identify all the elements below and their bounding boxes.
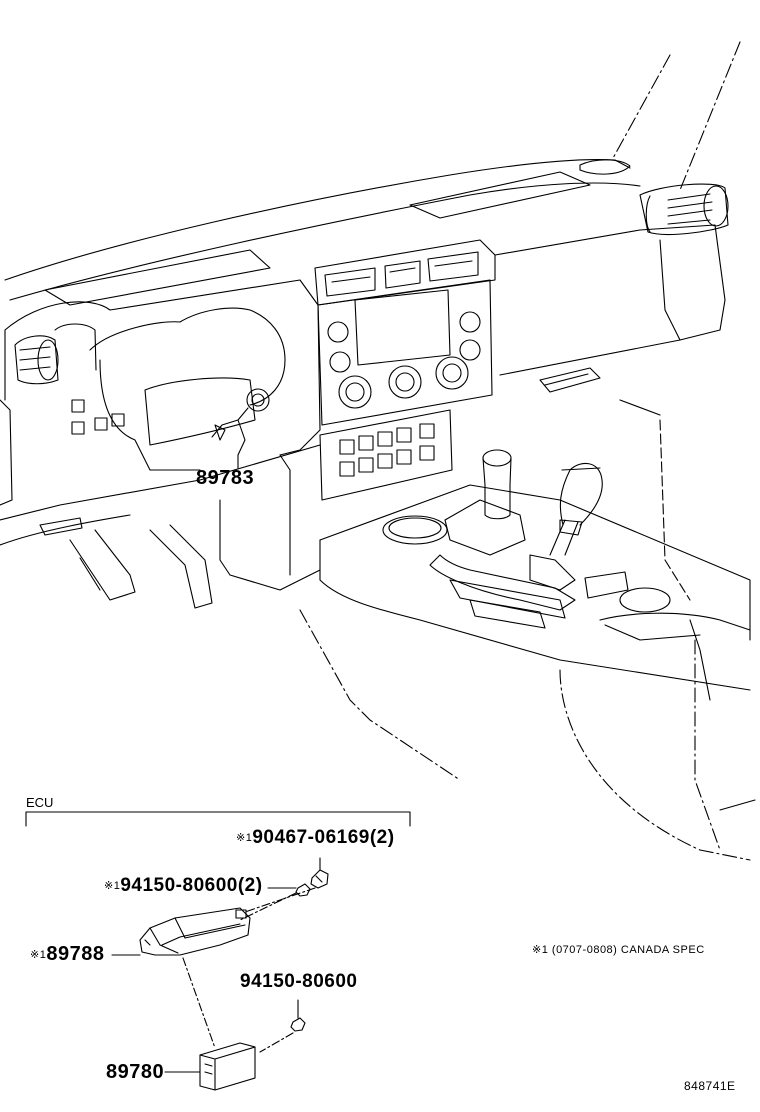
asterisk-mark: ※1 xyxy=(104,880,121,892)
ecu-section-illustration xyxy=(25,811,411,1091)
part-label-94150-80600: 94150-80600 xyxy=(240,971,358,992)
diagram-code: 848741E xyxy=(684,1079,736,1093)
spec-note: ※1 (0707-0808) CANADA SPEC xyxy=(532,945,705,956)
section-label-ecu: ECU xyxy=(26,795,54,810)
dashboard-illustration xyxy=(0,41,756,861)
part-number-90467: 90467-06169(2) xyxy=(252,827,395,848)
part-label-90467-06169: ※190467-06169(2) xyxy=(236,828,395,847)
part-number-94150-a: 94150-80600(2) xyxy=(120,875,263,896)
spec-note-mark: ※1 xyxy=(532,944,549,956)
spec-note-text: (0707-0808) CANADA SPEC xyxy=(551,944,705,956)
asterisk-mark: ※1 xyxy=(236,832,253,844)
part-number-89788: 89788 xyxy=(46,943,105,965)
part-label-94150-80600-2: ※194150-80600(2) xyxy=(104,876,263,895)
asterisk-mark: ※1 xyxy=(30,949,47,961)
part-label-89780: 89780 xyxy=(106,1061,165,1083)
part-label-89783: 89783 xyxy=(196,467,255,489)
part-label-89788: ※189788 xyxy=(30,944,104,964)
